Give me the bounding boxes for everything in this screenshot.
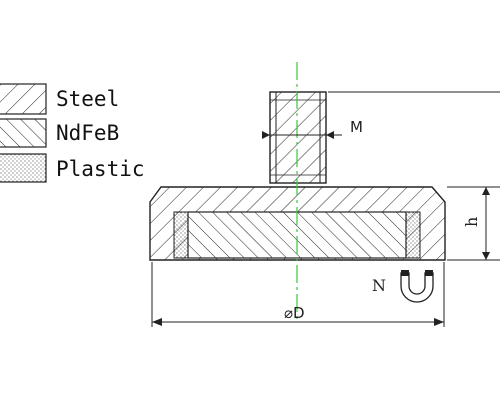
height-label: h <box>462 217 481 227</box>
diameter-label: ⌀D <box>284 304 305 322</box>
legend: Steel NdFeB Plastic <box>0 83 145 183</box>
legend-label-steel: Steel <box>56 87 119 111</box>
legend-label-plastic: Plastic <box>56 157 145 181</box>
steel-swatch <box>0 83 47 115</box>
horseshoe-magnet-icon <box>400 270 434 303</box>
north-pole-label: N <box>372 276 386 295</box>
legend-item-steel: Steel <box>0 83 119 115</box>
legend-label-ndfeb: NdFeB <box>56 121 119 145</box>
thread-label: M <box>350 118 363 136</box>
plastic-ring-left <box>173 211 189 259</box>
legend-item-ndfeb: NdFeB <box>0 118 119 148</box>
legend-item-plastic: Plastic <box>0 153 145 183</box>
plastic-ring-right <box>405 211 421 259</box>
thread-dimension: M <box>262 118 363 139</box>
threaded-stud <box>269 91 327 184</box>
diameter-dimension: ⌀D <box>151 262 445 327</box>
pole-marking: N <box>372 270 434 303</box>
ndfeb-swatch <box>0 118 47 148</box>
plastic-swatch <box>0 153 47 183</box>
height-dimension: h <box>447 186 500 261</box>
